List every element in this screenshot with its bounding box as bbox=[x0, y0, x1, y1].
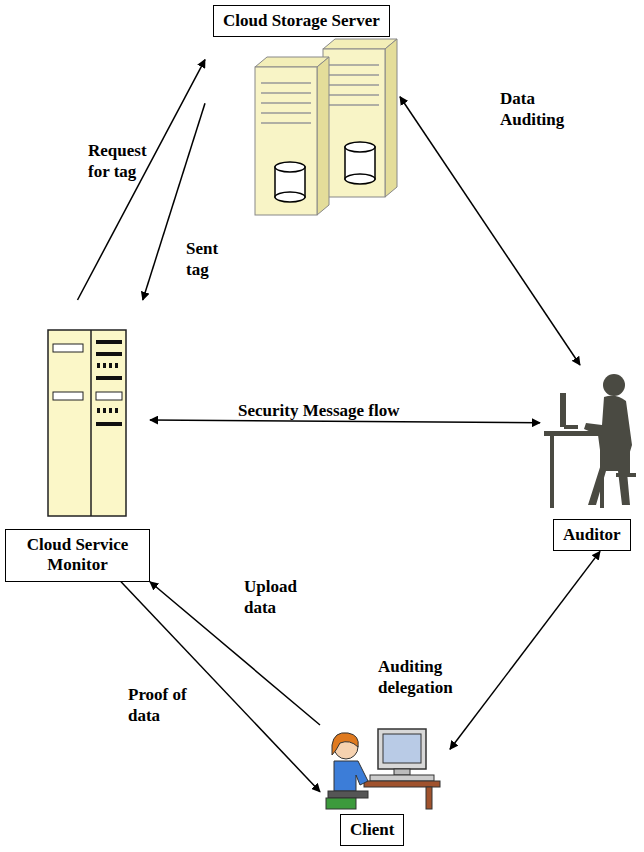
node-label: Cloud Service Monitor bbox=[15, 535, 140, 576]
auditor-illustration bbox=[564, 425, 578, 429]
server-illustration bbox=[261, 103, 311, 105]
tower-illustration bbox=[97, 408, 100, 413]
label-box: Auditor bbox=[553, 519, 631, 551]
server-illustration bbox=[329, 75, 379, 77]
client-illustration bbox=[328, 791, 368, 798]
label-box: Cloud Service Monitor bbox=[5, 529, 150, 582]
tower-illustration bbox=[97, 363, 118, 368]
tower-illustration bbox=[5, 300, 150, 525]
tower-illustration bbox=[5, 300, 150, 529]
server-illustration bbox=[385, 39, 397, 197]
client-illustration bbox=[332, 733, 358, 755]
node-label: Client bbox=[350, 820, 394, 840]
tower-illustration bbox=[115, 408, 118, 413]
server-illustration bbox=[329, 65, 379, 67]
tower-illustration bbox=[97, 363, 100, 368]
service-monitor-node: Cloud Service Monitor bbox=[5, 300, 150, 582]
server-illustration bbox=[329, 105, 379, 107]
client-illustration bbox=[320, 725, 450, 810]
edge-label: Sent tag bbox=[186, 238, 236, 281]
server-illustration bbox=[323, 49, 385, 197]
node-label: Auditor bbox=[563, 525, 621, 545]
tower-illustration bbox=[96, 352, 122, 356]
auditor-illustration bbox=[540, 365, 640, 519]
edge-label: Data Auditing bbox=[500, 88, 580, 131]
server-illustration bbox=[205, 37, 400, 223]
tower-illustration bbox=[48, 330, 126, 516]
tower-illustration bbox=[109, 363, 112, 368]
server-illustration bbox=[329, 65, 379, 105]
auditor-illustration bbox=[588, 461, 630, 505]
tower-illustration bbox=[53, 344, 83, 352]
tower-illustration bbox=[115, 363, 118, 368]
client-node: Client bbox=[320, 725, 450, 846]
server-illustration bbox=[345, 174, 375, 184]
server-illustration bbox=[205, 37, 400, 219]
server-illustration bbox=[261, 123, 311, 125]
flow-arrow bbox=[150, 420, 540, 423]
auditor-illustration bbox=[540, 365, 640, 515]
flow-arrow bbox=[400, 97, 580, 365]
auditor-illustration bbox=[603, 374, 625, 396]
tower-illustration bbox=[90, 330, 92, 516]
server-illustration bbox=[255, 57, 329, 67]
edge-label: Security Message flow bbox=[238, 400, 399, 421]
client-illustration bbox=[426, 787, 432, 809]
auditor-illustration bbox=[616, 473, 636, 477]
server-illustration bbox=[329, 85, 379, 87]
server-illustration bbox=[329, 95, 379, 97]
server-illustration bbox=[255, 67, 317, 215]
auditor-illustration bbox=[600, 436, 604, 508]
tower-illustration bbox=[96, 392, 122, 400]
tower-illustration bbox=[53, 392, 83, 400]
auditor-illustration bbox=[544, 374, 636, 508]
auditor-illustration bbox=[550, 436, 554, 508]
edge-label: Proof of data bbox=[128, 684, 198, 727]
tower-illustration bbox=[96, 422, 122, 426]
server-illustration bbox=[275, 162, 305, 172]
flow-arrow bbox=[78, 60, 206, 300]
node-label: Cloud Storage Server bbox=[223, 11, 380, 31]
server-illustration bbox=[275, 192, 305, 202]
tower-illustration bbox=[103, 363, 106, 368]
auditor-illustration bbox=[560, 393, 566, 427]
server-illustration bbox=[261, 93, 311, 95]
server-illustration bbox=[261, 113, 311, 115]
edge-label: Request for tag bbox=[88, 140, 160, 183]
client-illustration bbox=[364, 781, 440, 787]
label-box: Cloud Storage Server bbox=[213, 5, 390, 37]
tower-illustration bbox=[97, 408, 118, 413]
flow-arrow bbox=[121, 582, 320, 792]
storage-server-node: Cloud Storage Server bbox=[205, 5, 400, 223]
client-illustration bbox=[394, 769, 410, 775]
tower-illustration bbox=[109, 408, 112, 413]
edge-label: Upload data bbox=[244, 576, 306, 619]
client-illustration bbox=[326, 798, 356, 809]
client-illustration bbox=[378, 729, 426, 769]
tower-illustration bbox=[96, 376, 122, 380]
server-illustration bbox=[323, 39, 397, 49]
client-illustration bbox=[370, 775, 434, 781]
label-box: Client bbox=[340, 814, 404, 846]
client-illustration bbox=[383, 734, 421, 763]
client-illustration bbox=[334, 761, 368, 791]
server-illustration bbox=[345, 142, 375, 152]
server-illustration bbox=[317, 57, 329, 215]
auditor-node: Auditor bbox=[540, 365, 640, 551]
edge-label: Auditing delegation bbox=[378, 656, 470, 699]
client-illustration bbox=[320, 725, 450, 814]
auditor-illustration bbox=[624, 445, 630, 475]
server-illustration bbox=[261, 83, 311, 85]
auditor-illustration bbox=[544, 431, 612, 436]
tower-illustration bbox=[103, 408, 106, 413]
server-illustration bbox=[261, 83, 311, 123]
tower-illustration bbox=[96, 340, 122, 344]
flow-arrow bbox=[450, 551, 600, 749]
